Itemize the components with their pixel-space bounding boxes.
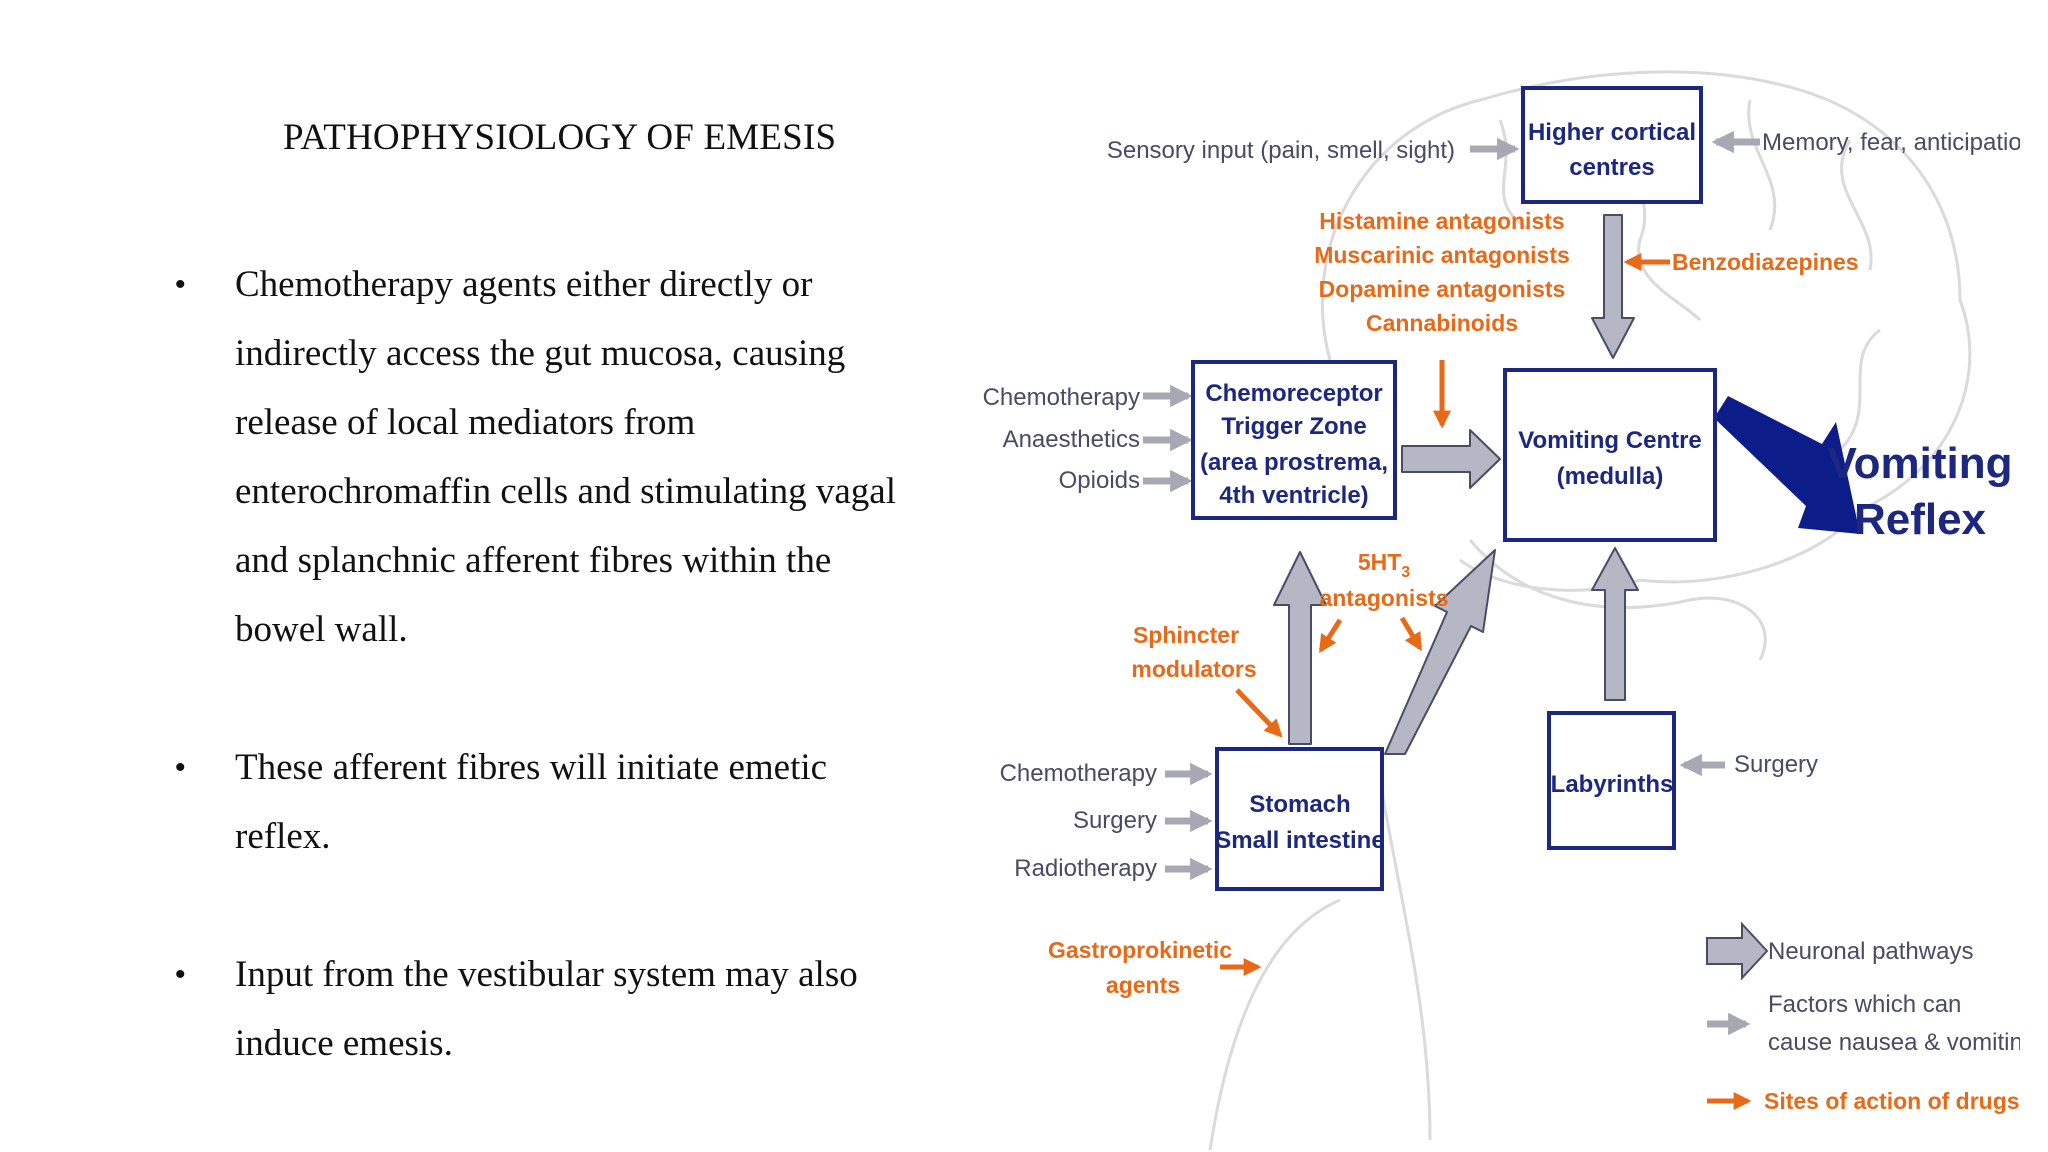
factor-arrows bbox=[1143, 130, 1760, 881]
box-ctz bbox=[1191, 360, 1397, 520]
vomiting-reflex-label: Vomiting bbox=[1828, 439, 2013, 488]
bullet-line: These afferent fibres will initiate emet… bbox=[235, 747, 828, 788]
stomach-label: Stomach bbox=[1249, 791, 1350, 818]
5ht3-antagonists-label: antagonists bbox=[1319, 585, 1448, 611]
labyrinths-label: Labyrinths bbox=[1551, 771, 1674, 798]
gastroprokinetic-label: Gastroprokinetic bbox=[1048, 937, 1232, 963]
ctz-label: Chemoreceptor bbox=[1205, 380, 1382, 407]
sphincter-modulators-label: modulators bbox=[1131, 656, 1256, 682]
vomiting-centre-label: Vomiting Centre bbox=[1518, 427, 1702, 454]
box-vomiting-centre bbox=[1503, 368, 1717, 542]
drug-action-arrows bbox=[1220, 253, 1670, 976]
arrow-stomach-to-vomiting bbox=[1384, 549, 1496, 755]
stomach-label: Small intestine bbox=[1215, 827, 1384, 854]
higher-cortical-label: centres bbox=[1569, 154, 1654, 181]
diagram-boxes bbox=[1191, 86, 1717, 891]
bullet-item: • These afferent fibres will initiate em… bbox=[175, 733, 935, 871]
bullet-item: • Chemotherapy agents either directly or… bbox=[175, 250, 935, 664]
5ht3-label: 5HT3 bbox=[1358, 549, 1410, 581]
bullet-line: induce emesis. bbox=[235, 1023, 453, 1064]
ctz-label: (area prostrema, bbox=[1200, 449, 1388, 476]
bullet-line: indirectly access the gut mucosa, causin… bbox=[235, 333, 846, 374]
box-higher-cortical bbox=[1521, 86, 1703, 204]
bullet-marker: • bbox=[175, 958, 186, 991]
arrow-stomach-to-ctz bbox=[1273, 551, 1327, 745]
cortical-drug-label: Histamine antagonists bbox=[1319, 208, 1564, 234]
ctz-input-opioids: Opioids bbox=[1059, 467, 1140, 494]
bullet-line: Chemotherapy agents either directly or bbox=[235, 264, 813, 305]
gastroprokinetic-label: agents bbox=[1106, 972, 1180, 998]
vomiting-centre-label: (medulla) bbox=[1557, 463, 1664, 490]
slide-title: PATHOPHYSIOLOGY OF EMESIS bbox=[283, 117, 837, 158]
legend: Neuronal pathways Factors which can caus… bbox=[1706, 921, 2020, 1114]
bullet-line: release of local mediators from bbox=[235, 402, 696, 443]
cortical-drug-label: Muscarinic antagonists bbox=[1314, 242, 1570, 268]
benzodiazepines-label: Benzodiazepines bbox=[1672, 249, 1859, 275]
bullet-list: • Chemotherapy agents either directly or… bbox=[175, 250, 935, 1147]
arrow-ctz-to-vomiting bbox=[1401, 429, 1501, 489]
vomiting-reflex-arrow bbox=[1714, 396, 1860, 534]
stomach-input-chemotherapy: Chemotherapy bbox=[1000, 760, 1157, 787]
bullet-line: Input from the vestibular system may als… bbox=[235, 954, 858, 995]
ctz-label: 4th ventricle) bbox=[1219, 482, 1368, 509]
5ht3-label-base: 5HT bbox=[1358, 549, 1401, 575]
ctz-label: Trigger Zone bbox=[1221, 413, 1366, 440]
bullet-line: bowel wall. bbox=[235, 609, 408, 650]
emesis-pathway-diagram: Higher cortical centres Chemoreceptor Tr… bbox=[983, 70, 2020, 1150]
legend-factors-label: cause nausea & vomiting bbox=[1768, 1029, 2020, 1056]
bullet-marker: • bbox=[175, 751, 186, 784]
vomiting-reflex-label: Reflex bbox=[1854, 495, 1987, 544]
bullet-marker: • bbox=[175, 268, 186, 301]
cortical-drug-label: Cannabinoids bbox=[1366, 310, 1518, 336]
stomach-input-surgery: Surgery bbox=[1073, 807, 1157, 834]
bullet-line: reflex. bbox=[235, 816, 331, 857]
legend-sites-label: Sites of action of drugs bbox=[1764, 1088, 2020, 1114]
labyrinths-input-surgery: Surgery bbox=[1734, 751, 1818, 778]
cortical-drug-label: Dopamine antagonists bbox=[1319, 276, 1566, 302]
box-labyrinths bbox=[1547, 711, 1676, 850]
bullet-line: enterochromaffin cells and stimulating v… bbox=[235, 471, 896, 512]
stomach-input-radiotherapy: Radiotherapy bbox=[1014, 855, 1157, 882]
bullet-line: and splanchnic afferent fibres within th… bbox=[235, 540, 832, 581]
memory-input-label: Memory, fear, anticipation bbox=[1762, 129, 2020, 156]
bullet-item: • Input from the vestibular system may a… bbox=[175, 940, 935, 1078]
5ht3-label-subscript: 3 bbox=[1401, 564, 1410, 581]
sphincter-modulators-label: Sphincter bbox=[1133, 622, 1239, 648]
legend-neuronal-arrow bbox=[1706, 921, 1769, 981]
legend-neuronal-label: Neuronal pathways bbox=[1768, 938, 1973, 965]
ctz-input-chemotherapy: Chemotherapy bbox=[983, 384, 1140, 411]
sensory-input-label: Sensory input (pain, smell, sight) bbox=[1107, 137, 1455, 164]
box-stomach bbox=[1215, 747, 1384, 891]
neuronal-pathway-arrows bbox=[1273, 214, 1639, 755]
higher-cortical-label: Higher cortical bbox=[1528, 119, 1696, 146]
legend-factors-label: Factors which can bbox=[1768, 991, 1961, 1018]
arrow-labyrinths-to-vomiting bbox=[1591, 547, 1639, 701]
arrow-cortical-to-vomiting bbox=[1591, 214, 1635, 359]
ctz-input-anaesthetics: Anaesthetics bbox=[1003, 426, 1140, 453]
